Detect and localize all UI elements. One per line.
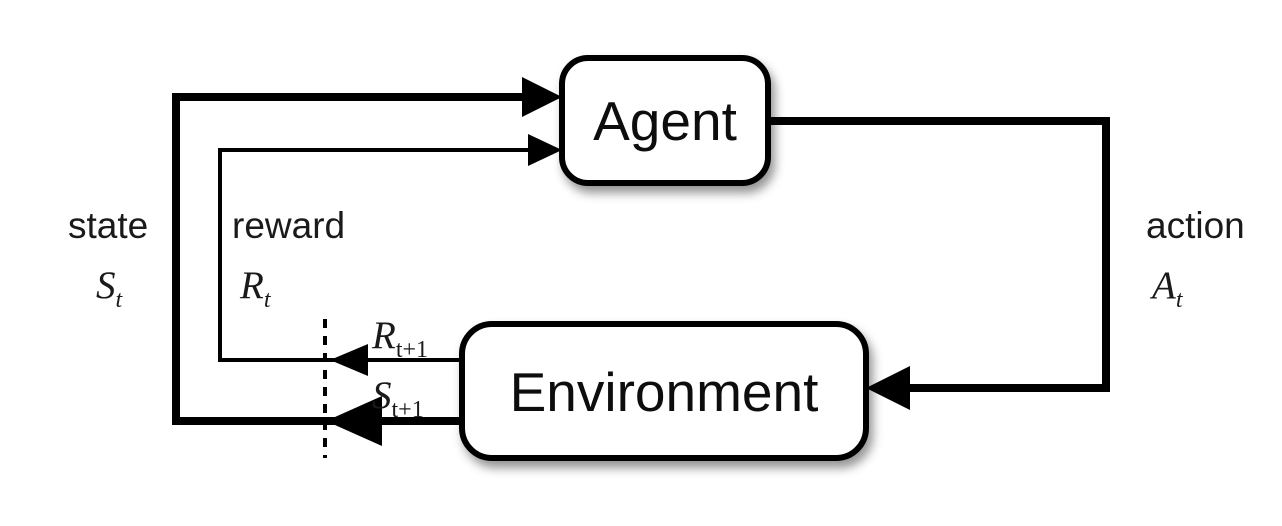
next-reward-label: Rt+1 [371, 314, 428, 363]
agent-node[interactable]: Agent [559, 55, 771, 186]
state-word: state [68, 205, 148, 246]
reward-signal-label: reward Rt [232, 205, 345, 313]
next-state-label: St+1 [372, 374, 424, 423]
state-arrowhead-agent [522, 77, 562, 117]
state-flow-line [172, 93, 552, 425]
reward-symbol: Rt [239, 264, 272, 313]
agent-box[interactable] [559, 55, 771, 186]
next-state-arrowhead [326, 396, 382, 446]
action-signal-label: action At [1146, 205, 1245, 313]
next-reward-symbol: Rt+1 [371, 314, 428, 363]
action-word: action [1146, 205, 1245, 246]
environment-node[interactable]: Environment [459, 321, 869, 461]
state-symbol: St [96, 264, 124, 313]
reward-arrowhead-agent [528, 134, 562, 166]
environment-label: Environment [510, 361, 819, 423]
action-flow-line [768, 117, 1110, 392]
action-arrowhead-environment [866, 366, 910, 410]
agent-label: Agent [593, 90, 737, 152]
next-reward-arrowhead [330, 344, 368, 376]
state-signal-label: state St [68, 205, 148, 313]
environment-box[interactable] [459, 321, 869, 461]
reward-word: reward [232, 205, 345, 246]
action-symbol: At [1149, 264, 1184, 313]
next-state-symbol: St+1 [372, 374, 424, 423]
